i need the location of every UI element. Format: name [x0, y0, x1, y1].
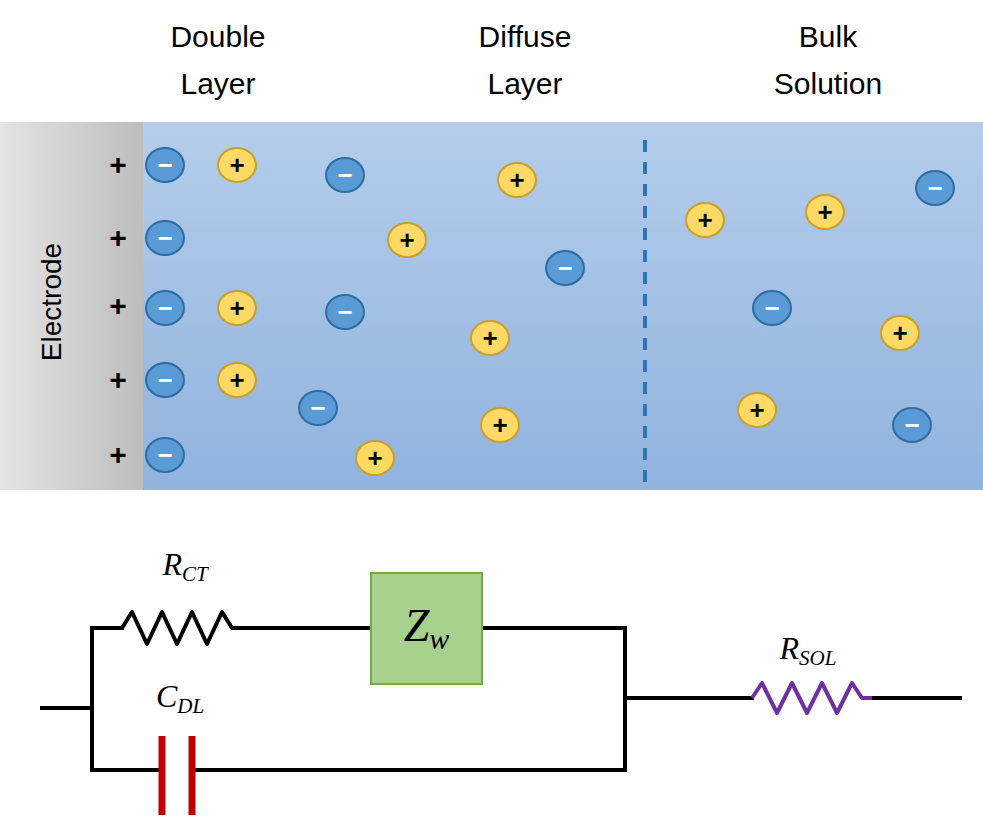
cation-circle: +	[480, 407, 520, 443]
anion-circle: −	[325, 157, 365, 193]
region-heading: Double Layer	[138, 13, 298, 107]
surface-charge: +	[109, 223, 127, 253]
symbol-letter: R	[162, 546, 182, 582]
ion-charge: −	[157, 442, 172, 468]
ion-charge: −	[557, 255, 572, 281]
ion-charge: +	[229, 367, 244, 393]
ion-charge: +	[229, 295, 244, 321]
ion-charge: +	[229, 152, 244, 178]
anion-circle: −	[298, 390, 338, 426]
anion-circle: −	[145, 220, 185, 256]
ion-charge: −	[927, 175, 942, 201]
ion-charge: −	[337, 299, 352, 325]
anion-circle: −	[752, 290, 792, 326]
symbol-subscript: SOL	[799, 646, 836, 670]
ion-charge: −	[310, 395, 325, 421]
capacitor-plate	[159, 736, 166, 815]
surface-charge: +	[109, 291, 127, 321]
impedance-box: Zw	[370, 572, 483, 685]
ion-charge: +	[749, 397, 764, 423]
capacitor-label: CDL	[156, 680, 204, 717]
cation-circle: +	[217, 147, 257, 183]
cation-circle: +	[685, 202, 725, 238]
symbol-subscript: DL	[177, 694, 204, 718]
cation-circle: +	[387, 222, 427, 258]
cation-circle: +	[805, 194, 845, 230]
ion-charge: +	[509, 167, 524, 193]
surface-charge: +	[109, 440, 127, 470]
anion-circle: −	[892, 407, 932, 443]
ion-charge: +	[697, 207, 712, 233]
anion-circle: −	[545, 250, 585, 286]
surface-charge: +	[109, 365, 127, 395]
anion-circle: −	[145, 362, 185, 398]
ion-charge: −	[157, 295, 172, 321]
cation-circle: +	[737, 392, 777, 428]
anion-circle: −	[145, 290, 185, 326]
anion-circle: −	[145, 437, 185, 473]
symbol-letter: C	[156, 678, 177, 714]
surface-charge: +	[109, 150, 127, 180]
symbol-letter: Z	[404, 600, 430, 651]
ion-charge: −	[904, 412, 919, 438]
electrode-plate	[0, 122, 143, 490]
cation-circle: +	[217, 290, 257, 326]
ion-charge: −	[337, 162, 352, 188]
cation-circle: +	[355, 440, 395, 476]
region-heading: Bulk Solution	[748, 13, 908, 107]
ion-charge: −	[764, 295, 779, 321]
circuit-wires	[40, 612, 962, 772]
ion-charge: −	[157, 152, 172, 178]
ion-charge: −	[157, 367, 172, 393]
anion-circle: −	[915, 170, 955, 206]
symbol-subscript: w	[429, 622, 449, 655]
solution-band	[0, 122, 983, 490]
electrode-label: Electrode	[38, 243, 66, 361]
anion-circle: −	[145, 147, 185, 183]
cation-circle: +	[880, 315, 920, 351]
ion-charge: +	[817, 199, 832, 225]
ion-charge: +	[367, 445, 382, 471]
resistor-label: RCT	[162, 548, 207, 585]
cation-circle: +	[497, 162, 537, 198]
cation-circle: +	[470, 320, 510, 356]
resistor-label: RSOL	[780, 632, 837, 669]
capacitor-plate	[189, 736, 196, 815]
ion-charge: +	[482, 325, 497, 351]
cation-circle: +	[217, 362, 257, 398]
symbol-subscript: CT	[182, 562, 208, 586]
boundary-line	[643, 140, 647, 482]
ion-charge: −	[157, 225, 172, 251]
ion-charge: +	[892, 320, 907, 346]
ion-charge: +	[399, 227, 414, 253]
anion-circle: −	[325, 294, 365, 330]
impedance-label: Zw	[404, 603, 450, 654]
ion-charge: +	[492, 412, 507, 438]
region-heading: Diffuse Layer	[445, 13, 605, 107]
resistor-symbol	[752, 683, 872, 713]
symbol-letter: R	[780, 630, 800, 666]
